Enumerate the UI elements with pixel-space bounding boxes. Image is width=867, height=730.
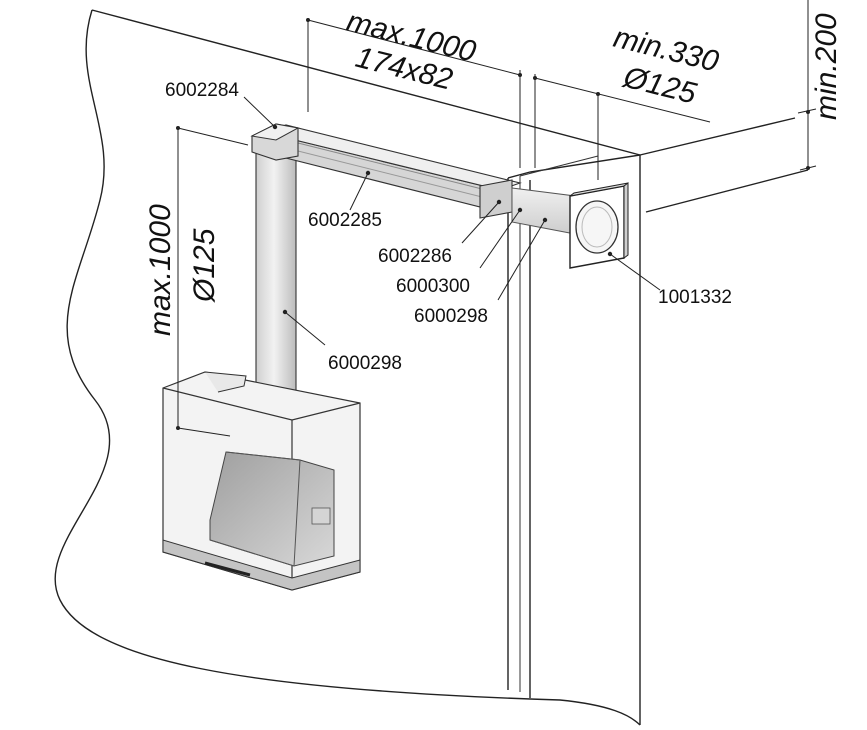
part-labels: 6002284 6002285 6002286 6000300 6000298 … <box>165 80 732 374</box>
wall-face-right <box>639 117 796 156</box>
label-pipe-vertical: 6000298 <box>328 353 402 374</box>
label-duct-adapter: 6002286 <box>378 246 452 267</box>
ceiling-edge <box>91 9 641 156</box>
dim-vertical-max: max.1000 <box>144 204 177 336</box>
hood-unit <box>162 371 361 591</box>
label-adapter-round: 6000300 <box>396 276 470 297</box>
label-duct-corner: 6002284 <box>165 80 239 101</box>
pillar-top-back <box>519 155 599 177</box>
dim-ceiling-min: min.200 <box>810 13 843 120</box>
part-leaders <box>243 96 661 346</box>
label-pipe-wall: 6000298 <box>414 306 488 327</box>
flat-duct <box>250 123 576 235</box>
wall-box <box>569 182 629 269</box>
dimension-labels: max.1000 174x82 min.330 Ø125 min.200 max… <box>144 5 843 336</box>
dim-vertical-diameter: Ø125 <box>188 228 221 303</box>
label-wall-box: 1001332 <box>658 287 732 308</box>
pillar-top <box>507 154 641 179</box>
room-outline <box>54 9 809 726</box>
wall-face-right-lower <box>645 169 809 213</box>
dimension-lines <box>176 0 817 437</box>
label-flat-duct: 6002285 <box>308 210 382 231</box>
wall-cut-left <box>54 9 641 726</box>
